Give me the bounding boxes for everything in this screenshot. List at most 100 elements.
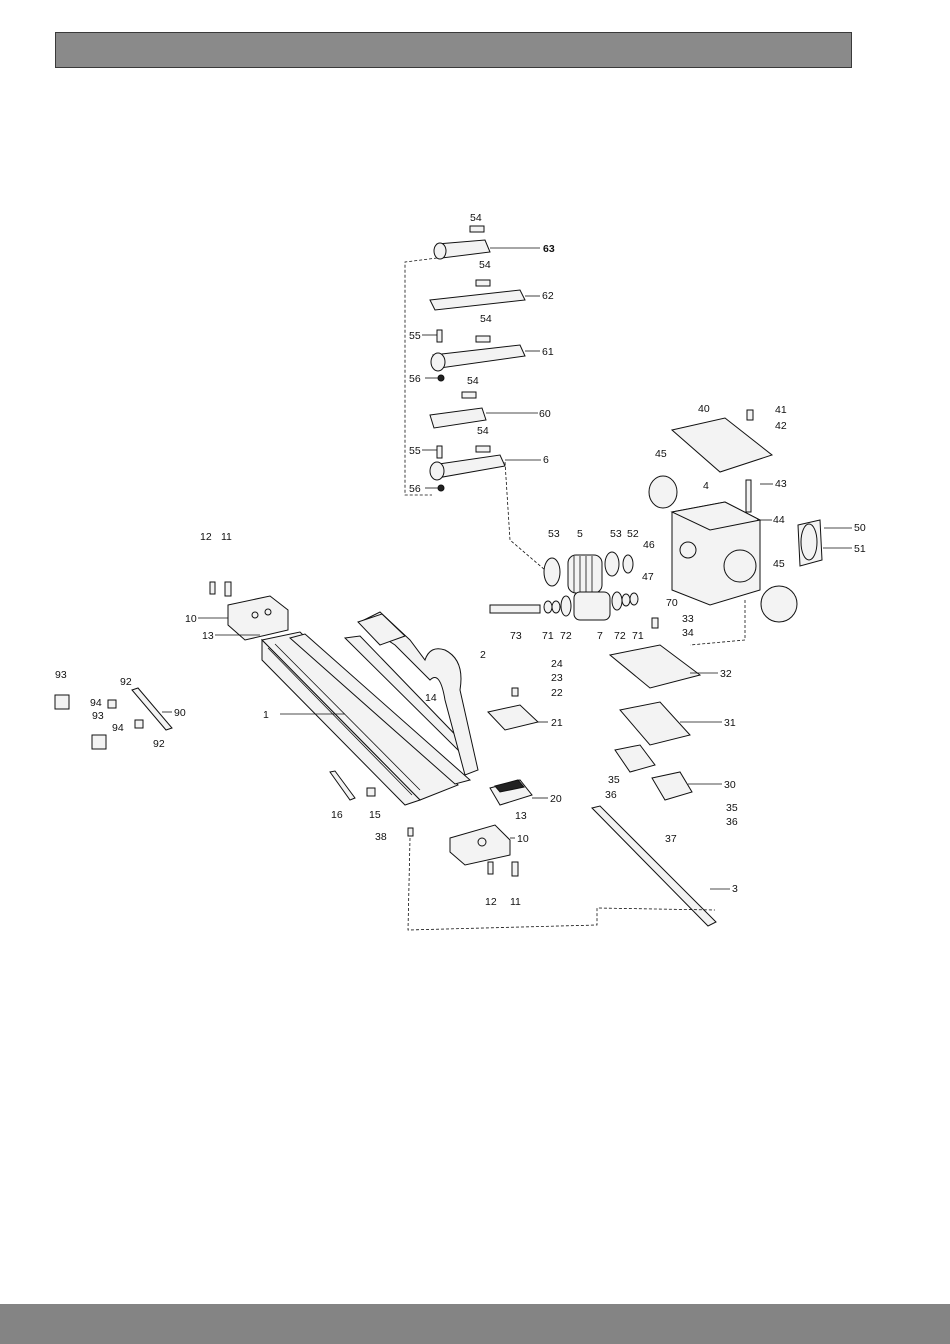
drawing-stroke — [430, 290, 525, 310]
label-40: 40 — [698, 403, 710, 415]
label-73: 73 — [510, 630, 522, 642]
drawing-stroke — [630, 593, 638, 605]
label-24: 24 — [551, 658, 563, 670]
drawing-stroke — [478, 838, 486, 846]
drawing-stroke — [228, 596, 288, 640]
shaft-63 — [434, 226, 490, 259]
label-1: 1 — [263, 709, 269, 721]
plate-21 — [488, 705, 538, 730]
drawing-stroke — [437, 446, 442, 458]
label-6: 6 — [543, 454, 549, 466]
label-16: 16 — [331, 809, 343, 821]
label-53: 53 — [548, 528, 560, 540]
drawing-stroke — [470, 226, 484, 232]
bolt-43 — [746, 480, 751, 512]
label-14: 14 — [425, 692, 437, 704]
label-52: 52 — [627, 528, 639, 540]
footer-bar — [0, 1304, 950, 1344]
label-61: 61 — [542, 346, 554, 358]
drawing-stroke — [561, 596, 571, 616]
label-22: 22 — [551, 687, 563, 699]
screw-38 — [408, 828, 413, 836]
coupling-7 — [574, 592, 610, 620]
drawing-stroke — [680, 542, 696, 558]
cap-45 — [761, 586, 797, 622]
label-94: 94 — [90, 697, 102, 709]
label-13: 13 — [515, 810, 527, 822]
label-10: 10 — [517, 833, 529, 845]
drawing-stroke — [438, 485, 444, 491]
drawing-stroke — [476, 336, 490, 342]
drawing-stroke — [431, 353, 445, 371]
drawing-stroke — [612, 592, 622, 610]
label-54: 54 — [470, 212, 482, 224]
drawing-stroke — [252, 612, 258, 618]
label-23: 23 — [551, 672, 563, 684]
label-2: 2 — [480, 649, 486, 661]
label-55: 55 — [409, 330, 421, 342]
label-70: 70 — [666, 597, 678, 609]
drawing-stroke — [724, 550, 756, 582]
screw-11-top — [225, 582, 231, 596]
part-94-bottom — [135, 720, 143, 728]
label-54: 54 — [479, 259, 491, 271]
label-38: 38 — [375, 831, 387, 843]
drawing-stroke — [544, 601, 552, 613]
label-10: 10 — [185, 613, 197, 625]
drawing-stroke — [265, 609, 271, 615]
drawing-stroke — [672, 418, 772, 472]
label-54: 54 — [480, 313, 492, 325]
block-30 — [652, 772, 692, 800]
label-93: 93 — [92, 710, 104, 722]
drawing-stroke — [552, 601, 560, 613]
drawing-stroke — [433, 345, 525, 368]
label-63: 63 — [543, 243, 555, 255]
label-71: 71 — [542, 630, 554, 642]
label-56: 56 — [409, 483, 421, 495]
pulley-5 — [568, 555, 602, 593]
cover-plate-40 — [672, 418, 772, 472]
label-72: 72 — [560, 630, 572, 642]
drawing-stroke — [438, 375, 444, 381]
label-35: 35 — [608, 774, 620, 786]
drawing-stroke — [430, 462, 444, 480]
label-11: 11 — [221, 531, 232, 543]
block-20 — [490, 780, 532, 805]
label-92: 92 — [120, 676, 132, 688]
label-11: 11 — [510, 896, 521, 908]
strip-16 — [330, 771, 355, 800]
drawing-stroke — [462, 392, 476, 398]
label-21: 21 — [551, 717, 563, 729]
drawing-stroke — [622, 594, 630, 606]
shaft-60 — [430, 392, 486, 428]
label-45: 45 — [655, 448, 667, 460]
part-94-top — [108, 700, 116, 708]
seal-45-top — [649, 476, 677, 508]
label-71: 71 — [632, 630, 644, 642]
label-47: 47 — [642, 571, 654, 583]
screw-41 — [747, 410, 753, 420]
label-44: 44 — [773, 514, 785, 526]
label-33: 33 — [682, 613, 694, 625]
block-93-bottom — [92, 735, 106, 749]
bearing-53 — [544, 558, 560, 586]
label-36: 36 — [726, 816, 738, 828]
screw-12-bottom — [488, 862, 493, 874]
label-37: 37 — [665, 833, 677, 845]
label-20: 20 — [550, 793, 562, 805]
screw-12-top — [210, 582, 215, 594]
label-35: 35 — [726, 802, 738, 814]
label-51: 51 — [854, 543, 866, 555]
label-4: 4 — [703, 480, 709, 492]
pin-22 — [512, 688, 518, 696]
label-34: 34 — [682, 627, 694, 639]
label-93: 93 — [55, 669, 67, 681]
label-56: 56 — [409, 373, 421, 385]
gearbox-housing-4 — [672, 502, 760, 605]
label-7: 7 — [597, 630, 603, 642]
shaft-6 — [430, 446, 505, 491]
label-41: 41 — [775, 404, 787, 416]
shaft-62 — [430, 280, 525, 310]
screw-11-bottom — [512, 862, 518, 876]
block-30a — [615, 745, 655, 772]
